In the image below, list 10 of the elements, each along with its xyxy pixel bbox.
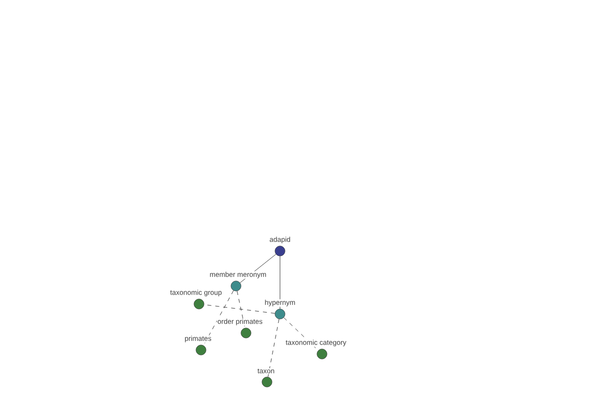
connector	[284, 317, 318, 351]
graph-node	[194, 298, 204, 310]
graph-node	[196, 344, 206, 356]
graph-node	[316, 348, 328, 360]
graph-node	[262, 376, 272, 388]
graph-node	[230, 280, 242, 292]
graph-node	[240, 328, 252, 338]
connector	[268, 318, 280, 378]
graph-node	[274, 308, 286, 320]
graph-node	[274, 246, 286, 256]
